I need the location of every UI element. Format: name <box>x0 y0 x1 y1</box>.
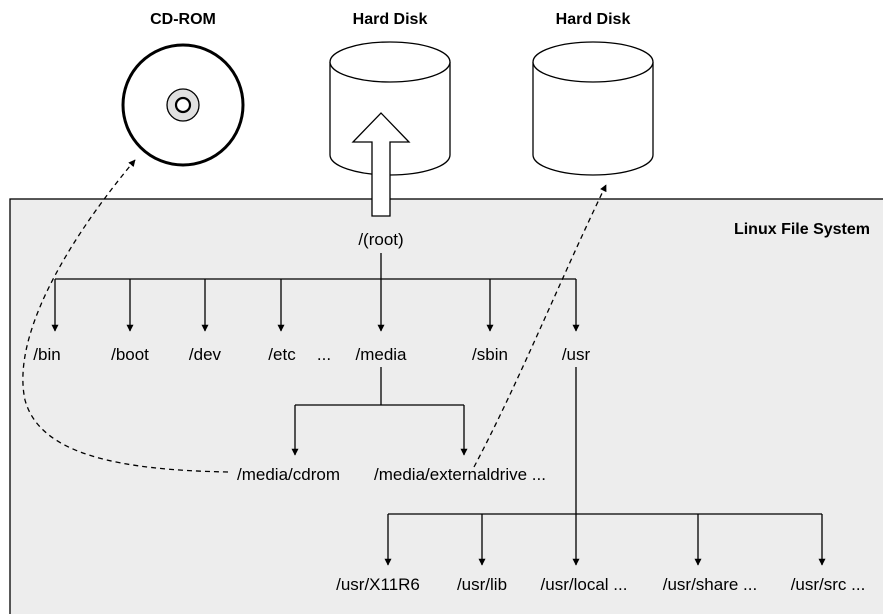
cd-disc-icon <box>121 43 245 167</box>
cdrom-label: CD-ROM <box>150 11 216 28</box>
dir-usr: /usr <box>562 345 591 364</box>
dir-media-externaldrive: /media/externaldrive ... <box>374 465 546 484</box>
externaldrive-mount-link <box>473 184 607 468</box>
root-dir: /(root) <box>358 230 403 249</box>
media-tree-connectors <box>291 367 468 456</box>
dir-usr-lib: /usr/lib <box>457 575 507 594</box>
dir-sbin: /sbin <box>472 345 508 364</box>
dir-usr-share: /usr/share ... <box>663 575 757 594</box>
dir-media: /media <box>355 345 407 364</box>
dir-ellipsis: ... <box>317 345 331 364</box>
hard-disk-2-label: Hard Disk <box>556 11 631 28</box>
hard-disk-1-label: Hard Disk <box>353 11 428 28</box>
file-system-title: Linux File System <box>734 221 870 238</box>
dir-boot: /boot <box>111 345 149 364</box>
dir-usr-x11r6: /usr/X11R6 <box>336 575 420 594</box>
hard-disk-1-icon <box>329 41 451 176</box>
file-system-panel <box>9 198 883 614</box>
dir-media-cdrom: /media/cdrom <box>237 465 340 484</box>
hard-disk-2-icon <box>532 41 654 176</box>
dir-usr-src: /usr/src ... <box>791 575 866 594</box>
dir-dev: /dev <box>189 345 222 364</box>
cdrom-mount-link <box>22 159 229 473</box>
dir-usr-local: /usr/local ... <box>541 575 628 594</box>
root-mount-arrow <box>351 112 411 217</box>
root-tree-connectors <box>51 253 580 332</box>
dir-bin: /bin <box>33 345 60 364</box>
usr-tree-connectors <box>384 367 826 566</box>
dir-etc: /etc <box>268 345 296 364</box>
